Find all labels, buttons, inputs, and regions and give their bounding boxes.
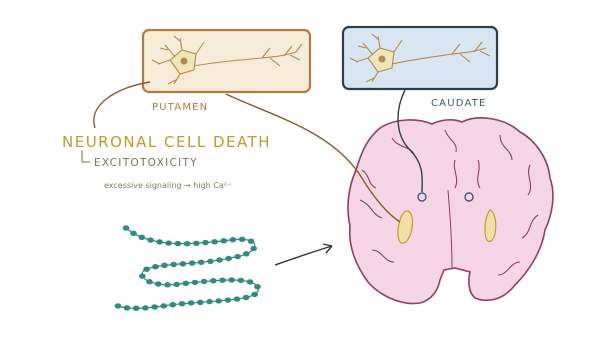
protein-bead [147, 237, 154, 242]
putamen-label: PUTAMEN [152, 102, 208, 113]
protein-bead [189, 260, 196, 265]
signaling-detail: excessive signaling → high Ca²⁺ [104, 181, 231, 190]
caudate-box [343, 27, 497, 89]
protein-bead [225, 297, 232, 302]
protein-bead [130, 231, 137, 236]
protein-bead [201, 279, 208, 284]
protein-bead [139, 235, 146, 240]
protein-bead [248, 239, 255, 244]
protein-bead [239, 237, 246, 242]
protein-bead [160, 303, 167, 308]
arrow-to-brain [275, 244, 332, 265]
protein-bead [123, 225, 130, 230]
protein-chain [115, 225, 261, 311]
protein-bead [215, 298, 222, 303]
protein-bead [146, 279, 153, 284]
protein-bead [192, 280, 199, 285]
protein-bead [173, 282, 180, 287]
protein-bead [234, 296, 241, 301]
protein-bead [251, 292, 258, 297]
protein-bead [175, 241, 182, 246]
excitotoxicity-label: EXCITOTOXICITY [94, 157, 198, 169]
tree-branch-icon [82, 150, 90, 162]
caudate-ventricle-right [465, 193, 473, 201]
protein-bead [165, 240, 172, 245]
caudate-label: CAUDATE [431, 98, 487, 109]
putamen-connector-left [94, 82, 150, 128]
protein-bead [234, 254, 241, 259]
protein-bead [115, 303, 122, 308]
protein-bead [179, 301, 186, 306]
protein-bead [124, 305, 131, 310]
protein-bead [184, 241, 191, 246]
protein-bead [250, 246, 257, 251]
protein-bead [216, 257, 223, 262]
protein-bead [139, 273, 146, 278]
protein-bead [197, 300, 204, 305]
protein-bead [142, 305, 149, 310]
protein-bead [155, 281, 162, 286]
protein-bead [193, 241, 200, 246]
protein-bead [206, 299, 213, 304]
protein-bead [164, 282, 171, 287]
protein-bead [210, 278, 217, 283]
protein-bead [151, 304, 158, 309]
protein-bead [225, 256, 232, 261]
neuronal-cell-death-title: NEURONAL CELL DEATH [62, 133, 271, 151]
protein-bead [188, 300, 195, 305]
protein-bead [152, 264, 159, 269]
protein-bead [202, 240, 209, 245]
brain-coronal-section [348, 118, 553, 304]
protein-bead [170, 302, 177, 307]
protein-bead [207, 259, 214, 264]
protein-bead [211, 239, 218, 244]
protein-bead [183, 281, 190, 286]
protein-bead [221, 238, 228, 243]
protein-bead [219, 278, 226, 283]
protein-bead [247, 279, 254, 284]
protein-bead [254, 284, 261, 289]
protein-bead [133, 306, 140, 311]
protein-bead [228, 277, 235, 282]
protein-bead [161, 263, 168, 268]
protein-bead [230, 237, 237, 242]
protein-bead [143, 267, 150, 272]
protein-bead [243, 295, 250, 300]
protein-bead [156, 239, 163, 244]
protein-bead [170, 262, 177, 267]
protein-bead [243, 251, 250, 256]
putamen-box [143, 30, 310, 92]
protein-bead [180, 261, 187, 266]
protein-bead [198, 260, 205, 265]
caudate-ventricle-left [418, 193, 426, 201]
protein-bead [238, 278, 245, 283]
